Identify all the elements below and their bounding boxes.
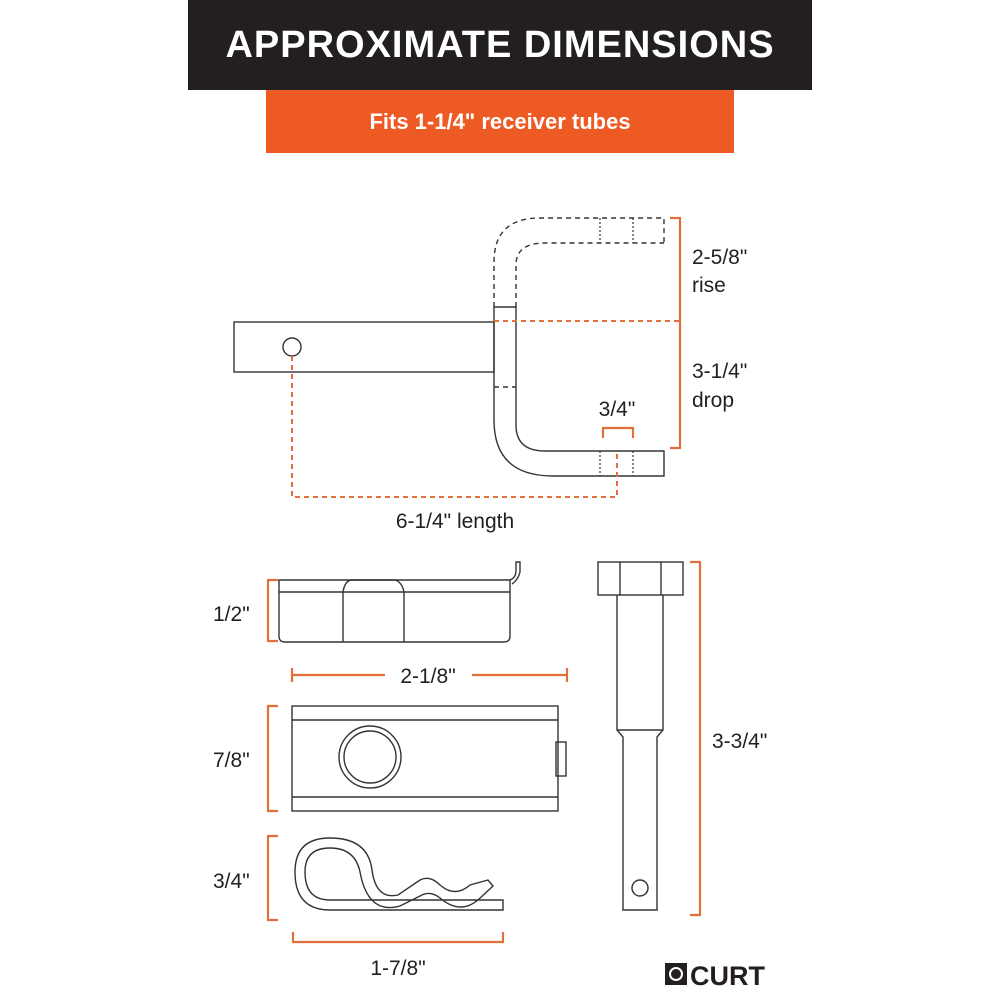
page-title: APPROXIMATE DIMENSIONS — [188, 0, 812, 90]
rise-drop-bracket — [670, 216, 682, 450]
clip-width-label: 1-7/8" — [370, 957, 425, 980]
lock-width-label: 2-1/8" — [400, 665, 455, 688]
shank-pin-hole — [282, 337, 302, 357]
lock-width-line — [290, 668, 569, 682]
drop-label: drop — [692, 389, 734, 412]
clip-width-bracket — [291, 932, 505, 944]
hole-size-bracket — [601, 426, 635, 438]
hole-size-label: 3/4" — [599, 398, 636, 421]
ball-mount-drawing: 2-5/8" rise 3-1/4" drop 3/4" 6-1/4" leng… — [233, 216, 747, 533]
lock-height-bracket — [266, 578, 278, 643]
clip-height-label: 3/4" — [213, 870, 250, 893]
pin-length-label: 3-3/4" — [712, 730, 767, 753]
hitch-lock-top-view: 7/8" — [213, 704, 567, 813]
hitch-lock-side-view: 1/2" 2-1/8" — [213, 561, 569, 688]
mount-drop-body — [493, 306, 665, 477]
hitch-pin-drawing: 3-3/4" — [597, 560, 767, 917]
lock-depth-bracket — [266, 704, 278, 813]
pin-length-bracket — [690, 560, 702, 917]
hitch-clip-drawing: 3/4" 1-7/8" — [213, 834, 505, 980]
length-label: 6-1/4" length — [396, 510, 514, 533]
mount-rise-outline — [493, 217, 665, 307]
length-dimension-line — [291, 356, 618, 498]
drop-value: 3-1/4" — [692, 360, 747, 383]
fit-banner: Fits 1-1/4" receiver tubes — [266, 90, 734, 153]
brand-name: CURT — [690, 961, 765, 991]
lock-height-label: 1/2" — [213, 603, 250, 626]
mount-shank — [233, 321, 495, 373]
curt-logo: CURT — [665, 961, 765, 991]
lock-depth-label: 7/8" — [213, 749, 250, 772]
rise-label: rise — [692, 274, 726, 297]
rise-value: 2-5/8" — [692, 246, 747, 269]
clip-height-bracket — [266, 834, 278, 922]
